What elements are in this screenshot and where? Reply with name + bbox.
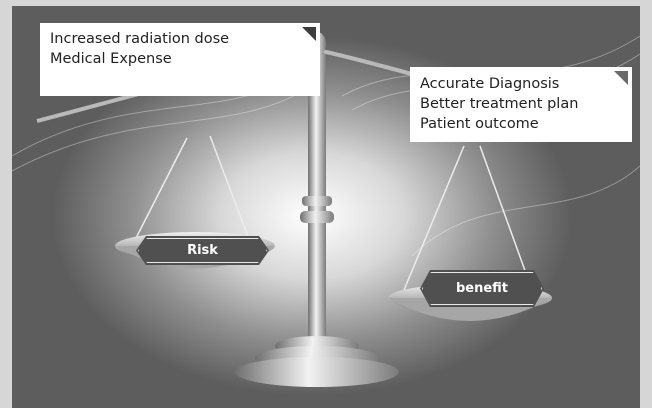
benefit-line-2: Better treatment plan xyxy=(420,96,579,112)
benefit-line-3: Patient outcome xyxy=(420,116,539,132)
benefit-label-plate: benefit xyxy=(420,270,544,307)
corner-fold-icon xyxy=(302,27,316,41)
corner-fold-icon xyxy=(614,71,628,85)
risk-line-2: Medical Expense xyxy=(50,51,172,67)
left-chains xyxy=(133,135,251,243)
balance-scale-artwork: Increased radiation dose Medical Expense… xyxy=(12,6,640,408)
risk-description-card: Increased radiation dose Medical Expense xyxy=(40,23,320,96)
right-chains xyxy=(403,145,533,291)
risk-line-1: Increased radiation dose xyxy=(50,31,230,47)
benefit-line-1: Accurate Diagnosis xyxy=(420,76,560,92)
risk-label-plate: Risk xyxy=(136,236,269,265)
benefit-description-card: Accurate Diagnosis Better treatment plan… xyxy=(410,67,632,142)
